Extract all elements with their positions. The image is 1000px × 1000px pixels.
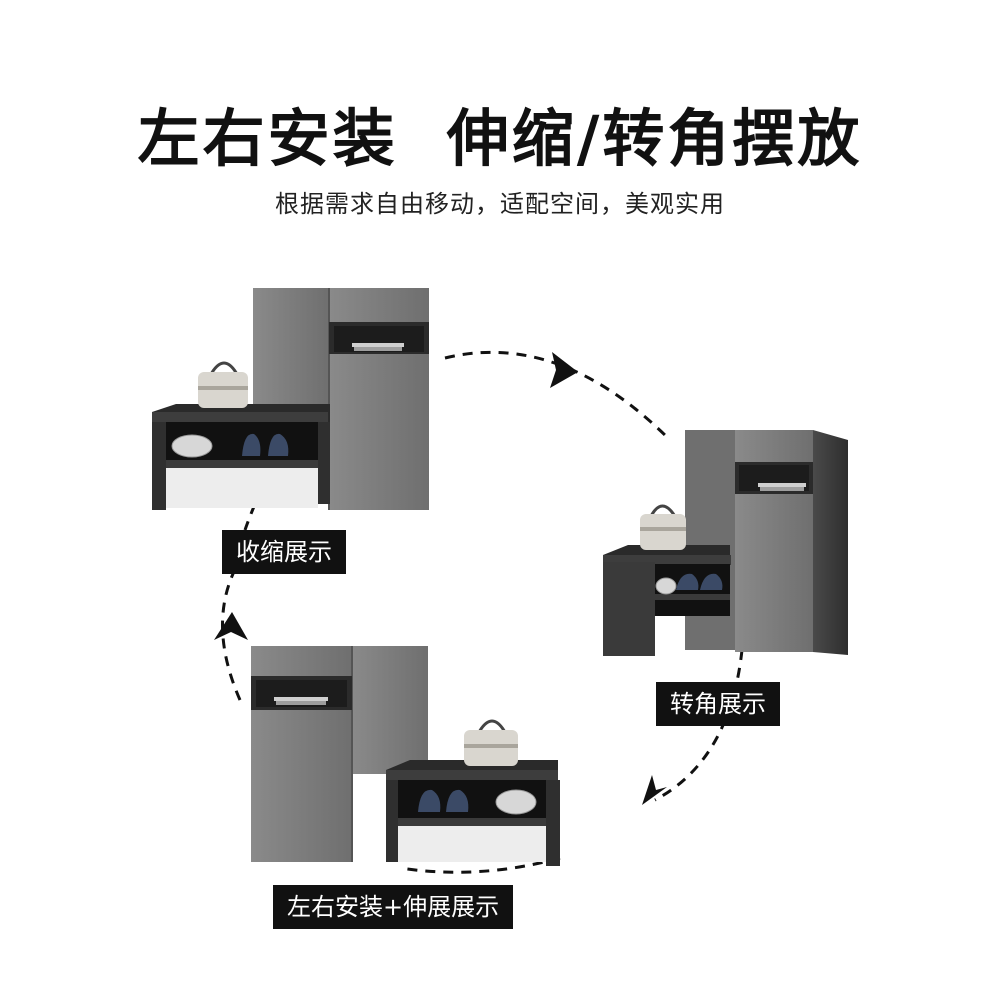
cabinet-extended xyxy=(251,646,560,866)
shoes-icon xyxy=(676,573,723,590)
handbag-icon xyxy=(640,504,686,550)
handbag-icon xyxy=(464,719,518,766)
shoes-icon xyxy=(242,433,289,456)
page-title: 左右安装 伸缩/转角摆放 xyxy=(137,102,863,175)
cushion-icon xyxy=(655,577,677,595)
arrow-up-icon xyxy=(214,612,248,640)
label-corner: 转角展示 xyxy=(656,682,780,726)
arrowheads xyxy=(214,352,667,805)
arrow-right-icon xyxy=(550,352,578,388)
cushion-icon xyxy=(495,789,537,815)
cabinet-corner xyxy=(603,430,848,656)
arrow-down-left-icon xyxy=(642,775,667,805)
books-icon xyxy=(758,483,806,491)
cabinet-retracted xyxy=(152,288,429,510)
books-icon xyxy=(352,343,404,351)
books-icon xyxy=(274,697,328,705)
handbag-icon xyxy=(198,361,248,408)
label-extended: 左右安装+伸展展示 xyxy=(273,885,514,929)
cushion-icon xyxy=(171,434,213,458)
label-retracted: 收缩展示 xyxy=(222,530,346,574)
shoes-icon xyxy=(418,789,469,812)
page-subtitle: 根据需求自由移动，适配空间，美观实用 xyxy=(275,190,725,218)
